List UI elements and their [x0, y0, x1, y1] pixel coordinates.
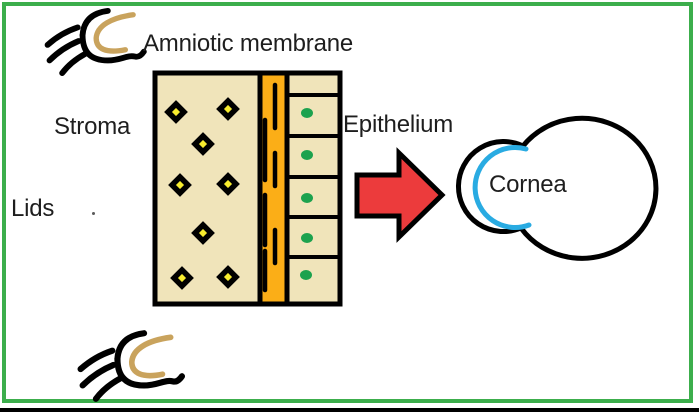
lash-stroke [79, 361, 117, 389]
stroma-cell-diamonds [164, 97, 240, 290]
cornea-label: Cornea [489, 171, 567, 198]
lid-margin-tan-stroke [128, 334, 174, 379]
amniotic-membrane-label: Amniotic membrane [143, 30, 354, 57]
lash-stroke [59, 50, 89, 76]
amniotic-membrane-diagram [152, 70, 343, 307]
stroma-label: Stroma [54, 113, 131, 140]
lower-lid-stroke [114, 355, 186, 389]
stray-dot [92, 212, 95, 215]
epithelium-cell-dividers [287, 93, 340, 259]
arrow-shape [354, 147, 446, 243]
basement-membrane-fibrils [262, 82, 278, 293]
slide-border [2, 2, 693, 403]
lid-hook-stroke [79, 7, 111, 39]
lower-lid-stroke [79, 32, 147, 64]
cell-nucleus-dots [300, 108, 313, 280]
cornea-highlight-arc [472, 144, 532, 230]
eyelid-lashes-top-icon [44, 7, 147, 76]
lash-stroke [77, 347, 116, 373]
lash-stroke [92, 375, 124, 402]
lids-label: Lids [11, 195, 55, 222]
lid-hook-stroke [114, 330, 148, 362]
eyeball-diagram [456, 115, 659, 261]
lid-margin-tan-stroke [93, 12, 136, 54]
epithelium-layer [284, 70, 343, 307]
arrow-right-icon [354, 147, 446, 243]
bottom-edge-line [0, 408, 699, 412]
epithelium-label: Epithelium [343, 111, 454, 138]
lash-stroke [44, 24, 81, 48]
eyeball-outline [456, 115, 659, 261]
eyelid-lashes-bottom-icon [77, 330, 186, 402]
lash-stroke [46, 38, 82, 64]
